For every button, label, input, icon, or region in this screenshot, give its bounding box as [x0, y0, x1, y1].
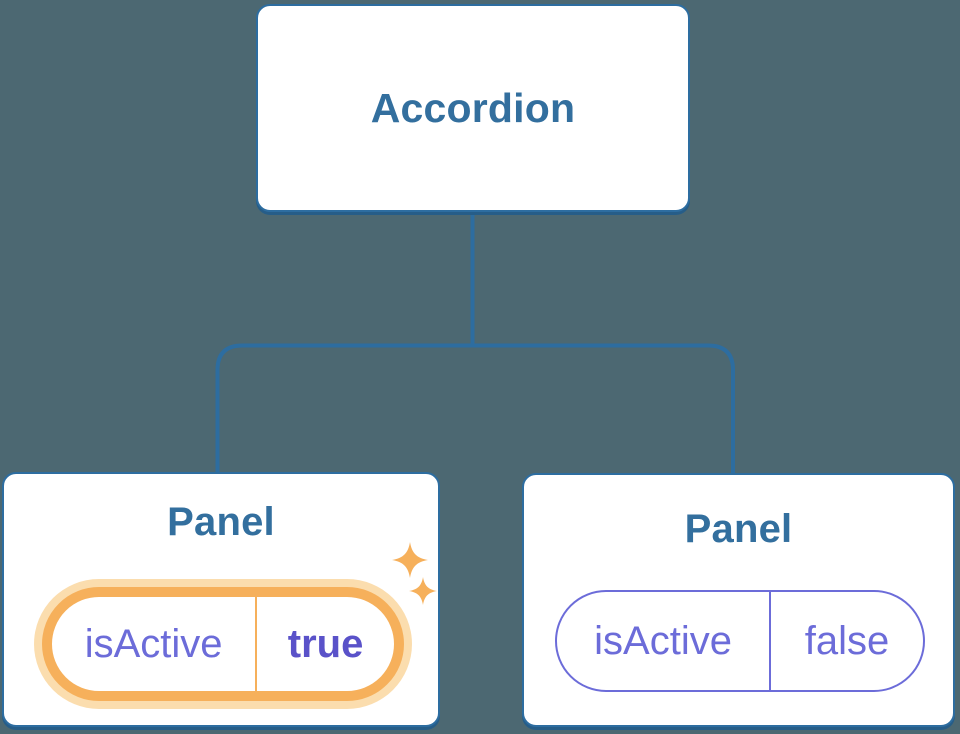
connector-branch	[215, 343, 735, 474]
prop-name-label: isActive	[594, 618, 732, 663]
prop-name-cell: isActive	[52, 597, 258, 691]
panel-node-inactive: Panel isActive false	[522, 473, 955, 727]
prop-value-cell: true	[257, 597, 394, 691]
prop-name-cell: isActive	[557, 592, 772, 690]
accordion-node-label: Accordion	[370, 84, 576, 131]
isactive-prop-pill: isActive false	[555, 590, 925, 692]
sparkle-icon	[409, 577, 437, 605]
accordion-node: Accordion	[256, 4, 690, 212]
panel-node-active: Panel isActive true	[2, 472, 440, 727]
prop-name-label: isActive	[84, 621, 223, 666]
prop-value-label: false	[804, 618, 890, 663]
sparkle-icon	[392, 542, 428, 578]
prop-value-label: true	[287, 621, 364, 666]
isactive-prop-pill-highlighted: isActive true	[42, 587, 404, 701]
prop-value-cell: false	[771, 592, 923, 690]
panel-node-label: Panel	[167, 500, 275, 544]
panel-node-label: Panel	[684, 507, 793, 551]
